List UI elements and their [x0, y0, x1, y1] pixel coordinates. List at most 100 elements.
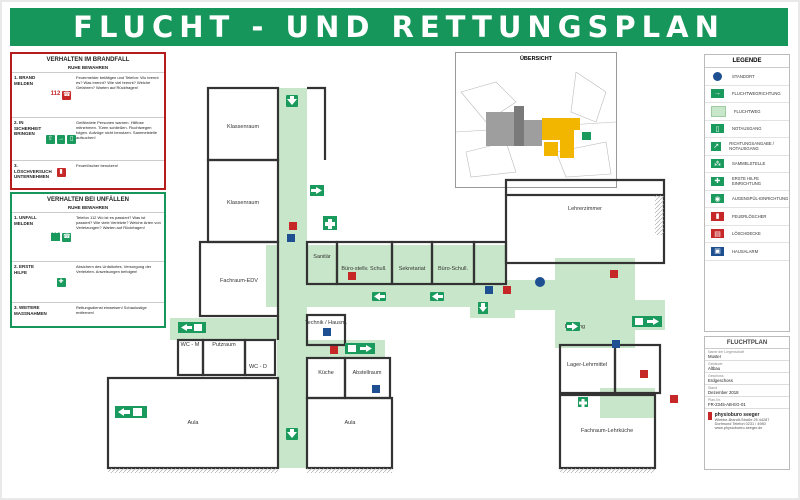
house-alarm-icon [485, 286, 493, 294]
accident-step-text: Absichern des Unfallortes. Versorgung de… [76, 264, 152, 275]
neighbour-building [486, 112, 514, 146]
extinguisher-icon [348, 272, 356, 280]
notausgang-icon [478, 302, 488, 314]
room-eingang-block [613, 343, 662, 395]
exit-person-icon: ⇧ [46, 134, 55, 144]
standort-icon [713, 71, 722, 81]
title-banner: FLUCHT - UND RETTUNGSPLAN [10, 8, 788, 46]
fire-step-text: Feuermelder betätigen und Telefon: Wo br… [76, 75, 159, 91]
sammelstelle-icon: ⁂ [711, 159, 724, 169]
legend-label: Sammelstelle [732, 161, 766, 167]
accident-step-1: 1. UNFALL MELDEN 112☎ Telefon 112 Wo ist… [12, 212, 164, 261]
extinguisher-icon [503, 286, 511, 294]
accident-panel-title: VERHALTEN BEI UNFÄLLEN [47, 197, 129, 203]
phone-icon: ☎ [62, 90, 72, 100]
room-label: WC - M [181, 342, 200, 348]
arrow-down-icon [286, 428, 298, 440]
fire-step-text: Gefährdete Personen warnen. Hilflose mit… [76, 120, 157, 141]
neighbour-building [524, 120, 542, 146]
room-label: Aula [344, 420, 356, 426]
standort-icon [535, 277, 545, 287]
legend-item: ▮Feuerlöscher [705, 208, 789, 226]
first-aid-icon: ✚ [711, 176, 724, 186]
room-label: Sekretariat [399, 266, 426, 272]
arrow-down-icon [286, 95, 298, 107]
fire-panel-title: VERHALTEN IM BRANDFALL [46, 57, 130, 63]
legend-label: Standort [732, 73, 755, 79]
notausgang-icon [632, 316, 662, 327]
extinguisher-icon [289, 222, 297, 230]
fluchtweg-swatch-icon [711, 105, 726, 117]
company-address: Wiebke-Brandt-Straße 25 44287 Dortmund T… [714, 418, 770, 430]
accident-step-3: 3. WEITERE MASSNAHMEN Rettungsdienst ein… [12, 302, 164, 325]
notausgang-icon: ▯ [711, 124, 724, 134]
house-alarm-icon [287, 234, 295, 242]
room-aula-2 [305, 396, 394, 470]
extinguisher-icon [640, 370, 648, 378]
fire-step-1: 1. BRAND MELDEN 112☎ Feuermelder betätig… [12, 72, 164, 117]
room-label: Fachraum-Lehrküche [581, 428, 633, 434]
room-label: Sanitär [313, 254, 331, 260]
neighbour-building [514, 106, 524, 146]
legend-item: ✚ Erste Hilfe Einrichtung [705, 173, 789, 191]
extinguisher-icon [610, 270, 618, 278]
legend-label: Hausalarm [732, 248, 759, 254]
legend-item: ◉Augenspül-Einrichtung [705, 191, 789, 208]
legend-item: ⁂ Sammelstelle [705, 156, 789, 173]
legend-item: Standort [705, 68, 789, 86]
accident-step-text: Telefon 112 Wo ist es passiert? Was ist … [76, 215, 161, 231]
fire-step-label: 2. IN SICHERHEIT BRINGEN [14, 120, 42, 137]
notausgang-icon [115, 406, 147, 418]
room-label: Küche [318, 370, 334, 376]
fire-step-label: 3. LÖSCHVERSUCH UNTERNEHMEN [14, 163, 52, 180]
sammelstelle-icon [582, 132, 591, 140]
room-kueche [305, 356, 347, 400]
room-label: Aula [187, 420, 199, 426]
extinguisher-icon [670, 395, 678, 403]
first-aid-icon [578, 397, 588, 407]
arrow-right-icon: → [711, 89, 724, 99]
room-abstellraum [343, 356, 392, 400]
arrow-right-icon: → [56, 134, 66, 144]
room-lager [558, 343, 617, 395]
first-aid-icon: ✚ [56, 277, 66, 287]
house-alarm-icon [323, 328, 331, 336]
legend-item: Fluchtweg [705, 103, 789, 121]
room-label: Putzraum [212, 342, 236, 348]
notausgang-icon [310, 185, 324, 196]
legend-item: ▯Notausgang [705, 121, 789, 138]
legend-item: → Fluchtwegrichtung [705, 86, 789, 103]
accident-step-label: 3. WEITERE MASSNAHMEN [14, 305, 47, 316]
overview-map: ÜBERSICHT [455, 52, 617, 188]
info-row: Plan-Nr.FR-2345-AB-EG-01 [705, 397, 789, 409]
company-logo-icon [708, 412, 712, 420]
arrow-right-icon [566, 322, 580, 331]
extinguisher-icon [330, 346, 338, 354]
arrow-left-icon [372, 292, 386, 301]
richtung-icon: ↗ [711, 141, 722, 151]
legend-label: Erste Hilfe Einrichtung [731, 176, 762, 187]
page-title: FLUCHT - UND RETTUNGSPLAN [73, 10, 725, 44]
accident-step-text: Rettungsdienst einweisen! Schaulustige e… [76, 305, 147, 316]
legend-label: Augenspül-Einrichtung [732, 196, 789, 202]
fire-step-3: 3. LÖSCHVERSUCH UNTERNEHMEN ▮ Feuerlösch… [12, 160, 164, 183]
school-building-highlight [542, 118, 580, 158]
house-alarm-icon [612, 340, 620, 348]
first-aid-icon [323, 216, 337, 230]
room-fachraum-edv [198, 240, 280, 318]
house-alarm-icon: ▣ [711, 246, 724, 256]
legend-label: Fluchtweg [734, 108, 761, 114]
room-label: Lager-Lehrmittel [567, 362, 607, 368]
extinguisher-icon: ▮ [711, 211, 724, 221]
legend-title: LEGENDE [705, 55, 789, 68]
legend-item: ▤Löschdecke [705, 226, 789, 243]
legend-label: Fluchtwegrichtung [732, 91, 781, 97]
fire-step-2: 2. IN SICHERHEIT BRINGEN ⇧→▯ Gefährdete … [12, 117, 164, 160]
room-label: Büro-stellv. Schull. [341, 266, 387, 272]
